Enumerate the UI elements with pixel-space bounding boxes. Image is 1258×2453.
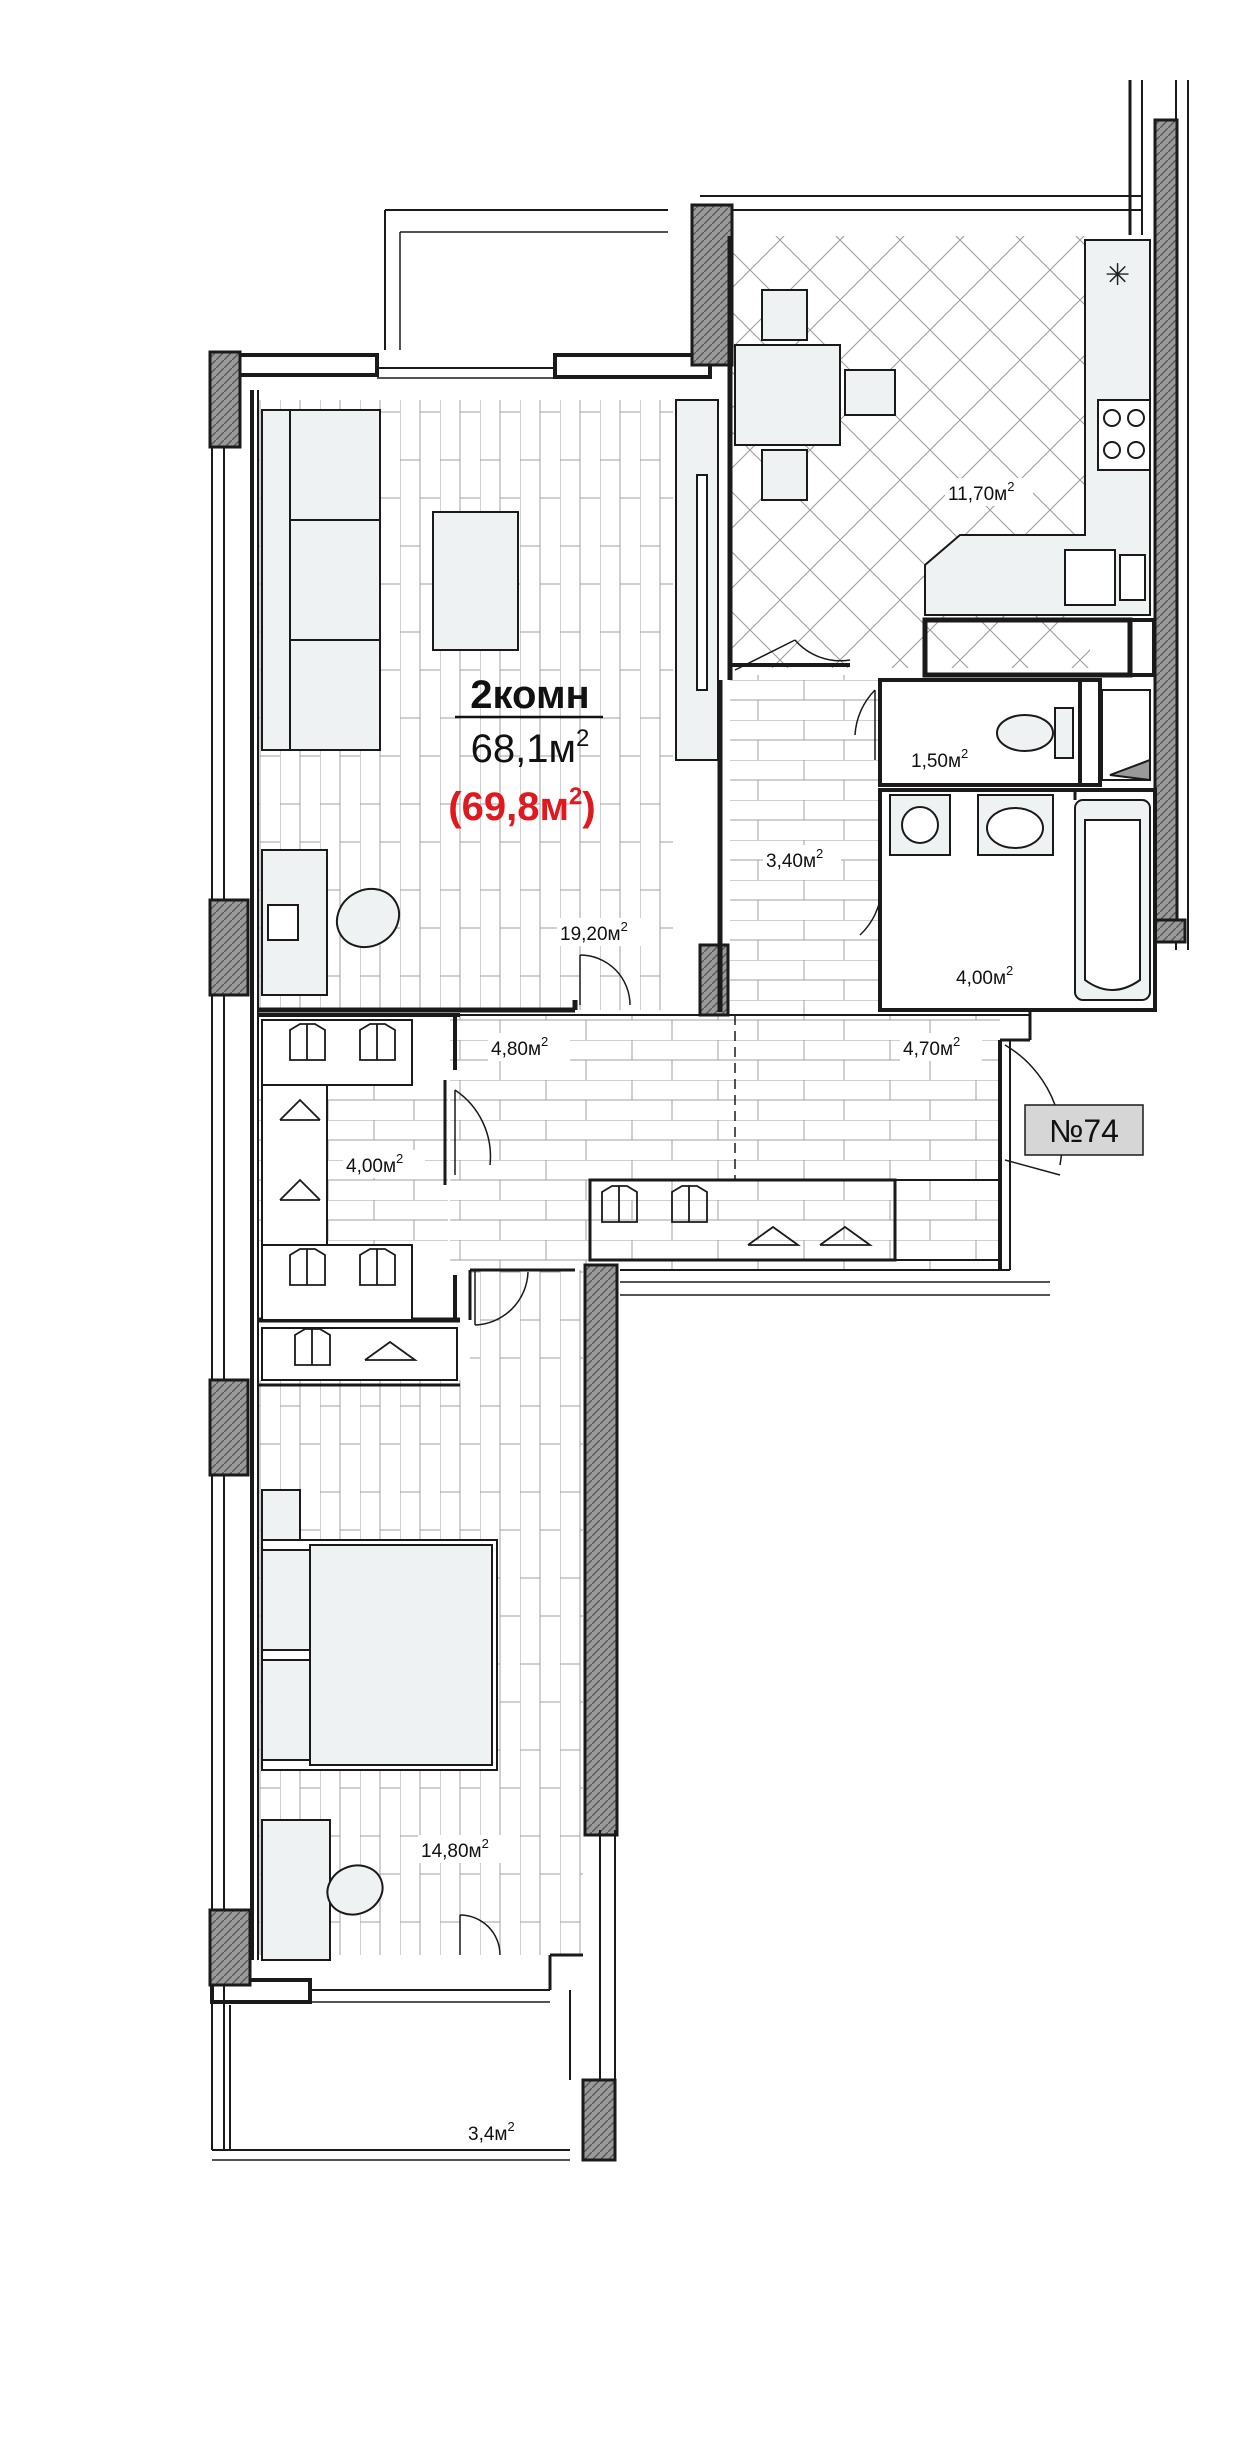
rooms-label: 2комн (470, 673, 589, 717)
svg-text:19,20м2: 19,20м2 (560, 919, 628, 945)
tv (696, 474, 708, 691)
counter (924, 239, 1151, 616)
svg-text:4,80м2: 4,80м2 (491, 1034, 548, 1060)
chair-bedroom (326, 1864, 384, 1916)
fridge-icon: ✳ (1105, 258, 1130, 293)
column-left-bottom (208, 1908, 252, 1987)
label-hall-right: 4,70м2 (900, 1033, 982, 1061)
shirt-icons (289, 1023, 708, 1366)
label-bathroom: 4,00м2 (953, 962, 1031, 990)
room-area-labels: 11,70м2 1,50м2 3,40м2 4,00м2 19,20м2 4,8… (343, 478, 1033, 2146)
label-bedroom: 14,80м2 (418, 1835, 514, 1863)
svg-text:4,00м2: 4,00м2 (956, 963, 1013, 989)
sink (1064, 549, 1116, 606)
laptop (267, 904, 299, 941)
wall-balcony-right (581, 2078, 617, 2162)
toilet-bowl (996, 714, 1054, 752)
label-corridor-small: 3,40м2 (763, 845, 841, 873)
pillow-2 (261, 1659, 311, 1761)
svg-text:14,80м2: 14,80м2 (421, 1836, 489, 1862)
partitions (258, 236, 1157, 2080)
label-hall-left: 4,80м2 (488, 1033, 570, 1061)
column-left-mid (208, 898, 250, 997)
label-wardrobe: 4,00м2 (343, 1150, 425, 1178)
svg-text:4,70м2: 4,70м2 (903, 1034, 960, 1060)
desk-bedroom (261, 1819, 331, 1961)
label-living: 19,20м2 (557, 918, 649, 946)
sink-drain (1119, 554, 1146, 601)
door-balcony (459, 1914, 501, 1956)
chair-living (335, 887, 401, 949)
bedroom-furniture (261, 1489, 498, 1961)
chair-right (844, 369, 896, 416)
hanger-icons (279, 1098, 873, 1361)
wall-right-facade (1153, 118, 1179, 942)
column-top-left (208, 350, 242, 449)
label-balcony: 3,4м2 (465, 2118, 535, 2146)
label-wc: 1,50м2 (908, 745, 986, 773)
toilet-tank (1054, 707, 1074, 759)
apartment-area: 68,1м2 (471, 725, 590, 771)
door-bedroom (474, 1270, 529, 1326)
apartment-summary: 2комн 68,1м2 (69,8м2) (448, 673, 603, 829)
svg-text:3,40м2: 3,40м2 (766, 846, 823, 872)
door-bathroom (859, 899, 881, 975)
coffee-table (432, 511, 519, 651)
pillow-1 (261, 1549, 311, 1651)
chair-bottom (761, 449, 808, 501)
svg-text:4,00м2: 4,00м2 (346, 1151, 403, 1177)
dining-table (734, 344, 841, 446)
apartment-number: №74 (1049, 1113, 1119, 1149)
stove (1097, 399, 1151, 471)
wall-living-kitchen (698, 943, 730, 1017)
doors (454, 639, 1063, 1956)
sofa-back (261, 409, 291, 751)
outer-walls (210, 80, 1189, 2161)
svg-text:1,50м2: 1,50м2 (911, 746, 968, 772)
column-kitchen-corner (690, 203, 734, 367)
svg-text:11,70м2: 11,70м2 (948, 479, 1014, 505)
balcony-floor (230, 2000, 570, 2140)
door-wardrobe (454, 1089, 492, 1175)
nightstand-top (261, 1489, 301, 1541)
label-kitchen: 11,70м2 (945, 478, 1033, 506)
wardrobes (261, 1019, 873, 1381)
svg-text:3,4м2: 3,4м2 (468, 2119, 515, 2145)
living-furniture (261, 399, 719, 996)
door-living (579, 954, 631, 1006)
wall-bedroom-right (583, 1263, 619, 1837)
structural-walls (208, 118, 1187, 2162)
tv-stand (675, 399, 719, 761)
apartment-number-badge: №74 (1024, 1104, 1144, 1156)
door-kitchen (734, 639, 851, 671)
chair-top (761, 289, 808, 341)
bedroom-floor-top (470, 1270, 583, 1390)
wall-right-bottom (1153, 918, 1187, 944)
door-wc (854, 689, 876, 760)
bathroom-fixtures (889, 689, 1151, 1001)
kitchen-furniture: ✳ (734, 239, 1151, 616)
column-left-lower (208, 1378, 250, 1477)
